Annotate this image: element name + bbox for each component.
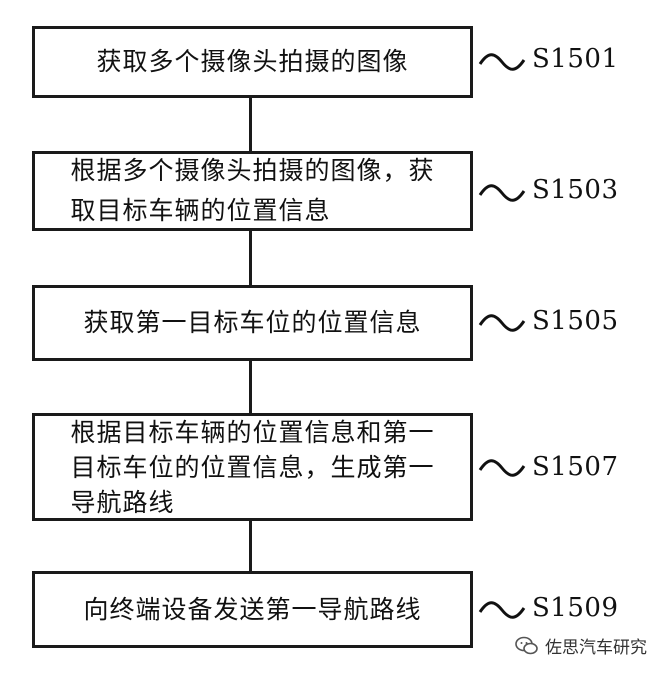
step-text: 向终端设备发送第一导航路线: [83, 594, 422, 624]
watermark-text: 佐思汽车研究: [545, 638, 647, 658]
flow-step-s1507: 根据目标车辆的位置信息和第一 目标车位的位置信息，生成第一 导航路线: [32, 413, 473, 521]
watermark: 佐思汽车研究: [515, 633, 647, 658]
tilde-connector-icon: [478, 184, 526, 202]
step-text: 获取第一目标车位的位置信息: [83, 308, 422, 337]
flow-step-s1501: 获取多个摄像头拍摄的图像: [32, 26, 473, 98]
step-label-s1503: S1503: [532, 175, 619, 205]
tilde-connector-icon: [478, 459, 526, 477]
tilde-connector-icon: [478, 601, 526, 619]
step-text: 获取多个摄像头拍摄的图像: [96, 47, 409, 76]
tilde-connector-icon: [478, 314, 526, 332]
flow-connector: [249, 231, 252, 285]
tilde-connector-icon: [478, 53, 526, 71]
flow-connector: [249, 361, 252, 413]
flow-connector: [249, 521, 252, 571]
step-label-s1507: S1507: [532, 452, 619, 482]
step-label-s1509: S1509: [532, 593, 619, 623]
flow-step-s1505: 获取第一目标车位的位置信息: [32, 285, 473, 361]
flow-step-s1509: 向终端设备发送第一导航路线: [32, 571, 473, 648]
step-text: 根据目标车辆的位置信息和第一 目标车位的位置信息，生成第一 导航路线: [70, 417, 435, 517]
step-label-s1501: S1501: [532, 44, 619, 74]
wechat-icon: [515, 636, 538, 654]
step-label-s1505: S1505: [532, 306, 619, 336]
flow-step-s1503: 根据多个摄像头拍摄的图像，获 取目标车辆的位置信息: [32, 151, 473, 231]
step-text: 根据多个摄像头拍摄的图像，获 取目标车辆的位置信息: [70, 156, 435, 225]
flow-connector: [249, 98, 252, 151]
